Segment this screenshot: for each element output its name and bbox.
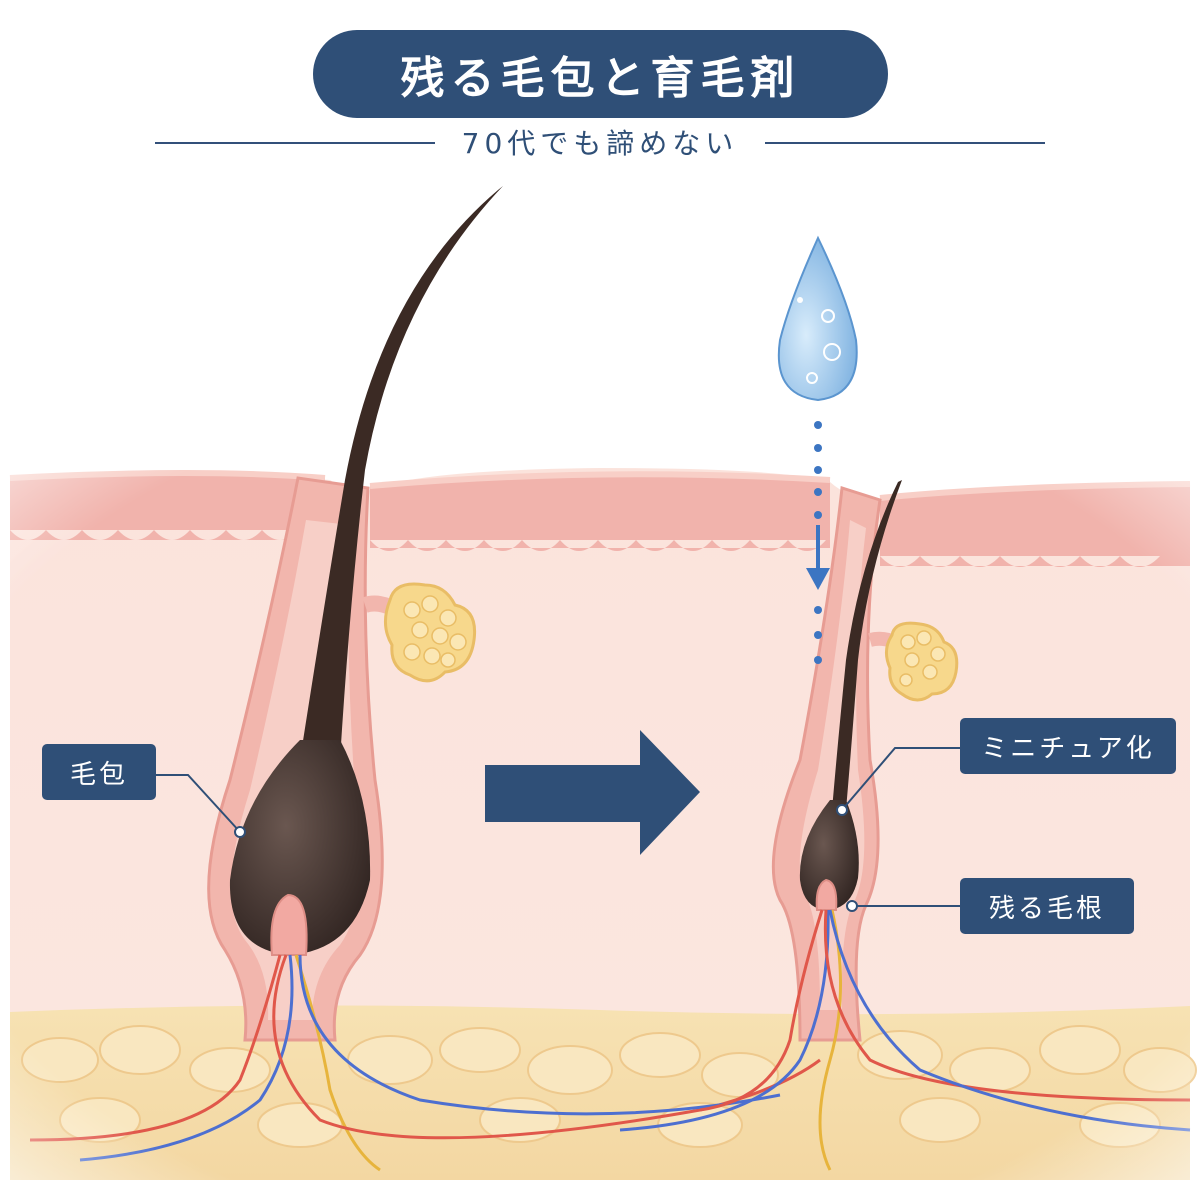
remaining-root-label-text: 残る毛根	[988, 893, 1105, 924]
remaining-root-label: 残る毛根	[960, 878, 1134, 934]
growth-tonic-drop-icon	[777, 235, 858, 402]
title-banner: 残る毛包と育毛剤	[313, 30, 888, 118]
miniaturization-label-text: ミニチュア化	[981, 733, 1155, 764]
subtitle: 70代でも諦めない	[461, 127, 739, 160]
follicle-label: 毛包	[42, 744, 156, 800]
follicle-label-text: 毛包	[69, 759, 128, 790]
subtitle-rule-right	[765, 142, 1045, 144]
subtitle-rule-left	[155, 142, 435, 144]
page-title: 残る毛包と育毛剤	[400, 53, 801, 104]
miniaturization-label: ミニチュア化	[960, 718, 1176, 774]
